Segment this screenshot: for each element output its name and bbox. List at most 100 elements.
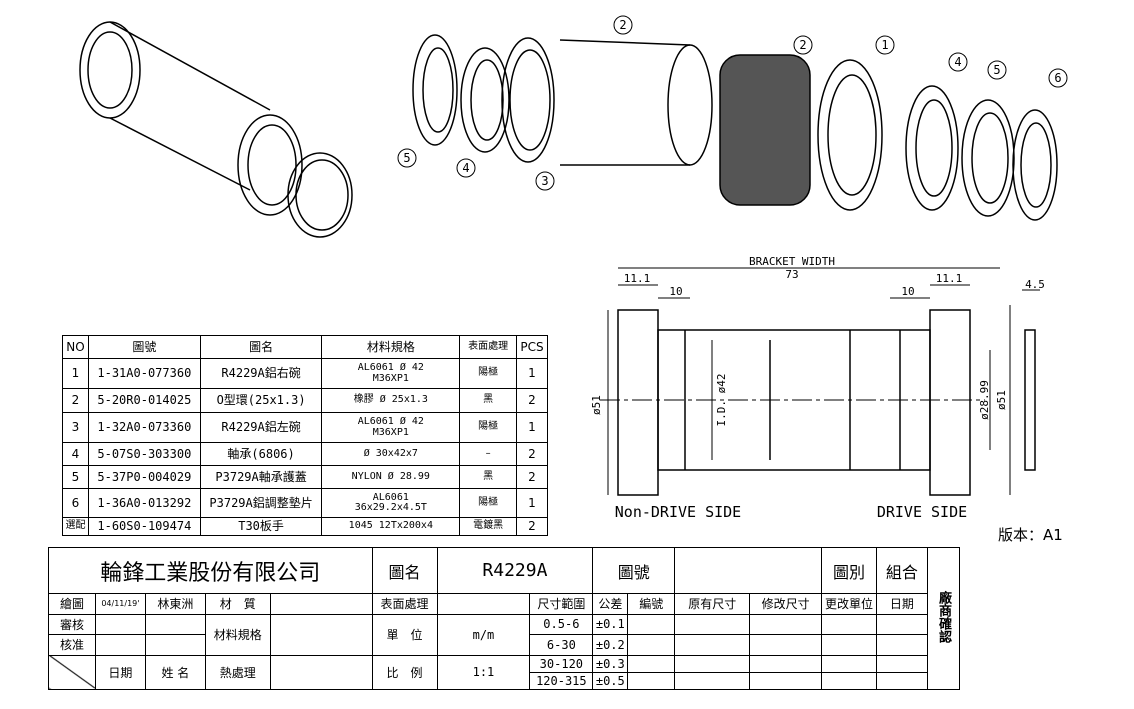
part-finish: – — [459, 442, 517, 466]
part-code: 1-60S0-109474 — [87, 517, 201, 536]
drawn-label: 繪圖 — [48, 593, 96, 615]
washer-dim: 4.5 — [1025, 278, 1045, 291]
part-name: P3729A軸承護蓋 — [199, 465, 323, 489]
part-material: 橡膠 Ø 25x1.3 — [321, 388, 461, 413]
bracket-width-dim: 73 — [785, 268, 798, 281]
exploded-view: 1 2 2 3 4 4 5 5 6 — [397, 15, 1068, 221]
drive-side-label: DRIVE SIDE — [877, 503, 967, 521]
drawing-name: R4229A — [436, 547, 594, 594]
od-left-dim: ø51 — [590, 395, 603, 415]
drawn-by: 林東洲 — [144, 593, 206, 615]
material-line: AL6061 Ø 42 — [357, 362, 424, 373]
drawn-date: 04/11/19' — [94, 593, 146, 615]
unit-value: m/m — [436, 613, 531, 656]
id-dim: I.D. ø42 — [715, 374, 728, 427]
vendor-confirm-cell: 廠商確認 — [926, 547, 961, 690]
material-label: 材 質 — [204, 593, 271, 615]
callout-4: 4 — [954, 55, 961, 69]
part-code: 1-36A0-013292 — [87, 488, 201, 518]
part-material: Ø 30x42x7 — [321, 442, 461, 466]
material-line: 36x29.2x4.5T — [354, 502, 427, 513]
part-pcs: 2 — [516, 388, 548, 413]
part-pcs: 2 — [516, 465, 548, 489]
tol-header-range: 尺寸範圍 — [529, 593, 594, 615]
header-no: NO — [62, 335, 89, 359]
tol-range: 30-120 — [529, 654, 594, 673]
material-line: 橡膠 Ø 25x1.3 — [353, 394, 428, 406]
part-no: 選配 — [62, 517, 89, 536]
part-name: O型環(25x1.3) — [199, 388, 323, 413]
callout-1: 1 — [881, 38, 888, 52]
part-no: 4 — [62, 442, 89, 466]
material-line: AL6061 — [372, 491, 409, 503]
material-line: NYLON Ø 28.99 — [351, 470, 430, 482]
tol-value: ±0.3 — [592, 654, 629, 673]
drawing-code-label: 圖號 — [592, 547, 676, 594]
header-name: 圖名 — [199, 335, 323, 359]
callout-2: 2 — [619, 18, 626, 32]
tol-range: 6-30 — [529, 634, 594, 656]
header-material: 材料規格 — [321, 335, 461, 359]
date-label: 日期 — [94, 654, 146, 691]
tol-header-no: 編號 — [627, 593, 676, 615]
drawing-name-label: 圖名 — [371, 547, 438, 594]
material-line: M36XP1 — [372, 372, 409, 384]
company-name: 輪鋒工業股份有限公司 — [48, 547, 373, 594]
tol-header-unit: 更改單位 — [821, 593, 877, 615]
od-right-dim: ø51 — [995, 390, 1008, 410]
vendor-confirm-label: 廠商確認 — [935, 591, 951, 643]
right-cup-dim: 11.1 — [936, 272, 963, 285]
part-no: 3 — [62, 412, 89, 443]
diagonal-cell — [48, 654, 96, 691]
tol-header-date: 日期 — [875, 593, 928, 615]
part-finish: 陽極 — [459, 412, 517, 443]
part-name: P3729A鋁調整墊片 — [199, 488, 323, 518]
tol-value: ±0.1 — [592, 613, 629, 636]
non-drive-side-label: Non-DRIVE SIDE — [615, 503, 741, 521]
part-code: 5-37P0-004029 — [87, 465, 201, 489]
cover-dim: ø28.99 — [978, 380, 991, 420]
part-code: 1-31A0-077360 — [87, 358, 201, 389]
drawing-type-label: 圖別 — [821, 547, 877, 594]
scale-label: 比 例 — [371, 654, 438, 691]
section-view: BRACKET WIDTH 73 11.1 11.1 10 10 4.5 ø51… — [590, 255, 1045, 521]
left-cup-dim: 11.1 — [624, 272, 651, 285]
part-finish: 陽極 — [459, 358, 517, 389]
surface-label: 表面處理 — [371, 593, 438, 615]
left-inset-dim: 10 — [669, 285, 682, 298]
spec-label: 材料規格 — [204, 613, 271, 656]
material-line: 1045 12Tx200x4 — [348, 520, 433, 532]
callout-5: 5 — [403, 151, 410, 165]
callout-2: 2 — [799, 38, 806, 52]
tol-value: ±0.5 — [592, 671, 629, 691]
callout-4: 4 — [462, 161, 469, 175]
part-name: R4229A鋁左碗 — [199, 412, 323, 443]
part-material: NYLON Ø 28.99 — [321, 465, 461, 489]
callout-6: 6 — [1054, 71, 1061, 85]
part-pcs: 1 — [516, 488, 548, 518]
part-no: 5 — [62, 465, 89, 489]
part-name: R4229A鋁右碗 — [199, 358, 323, 389]
part-code: 1-32A0-073360 — [87, 412, 201, 443]
part-pcs: 2 — [516, 517, 548, 536]
part-pcs: 1 — [516, 358, 548, 389]
part-material: 1045 12Tx200x4 — [321, 517, 461, 536]
material-line: M36XP1 — [372, 426, 409, 438]
title-block: 輪鋒工業股份有限公司 圖名 R4229A 圖號 圖別 組合 廠商確認 繪圖 04… — [48, 547, 961, 691]
part-finish: 黑 — [459, 388, 517, 413]
right-inset-dim: 10 — [901, 285, 914, 298]
part-finish: 陽極 — [459, 488, 517, 518]
part-pcs: 1 — [516, 412, 548, 443]
callout-3: 3 — [541, 174, 548, 188]
drawing-type: 組合 — [875, 547, 928, 594]
